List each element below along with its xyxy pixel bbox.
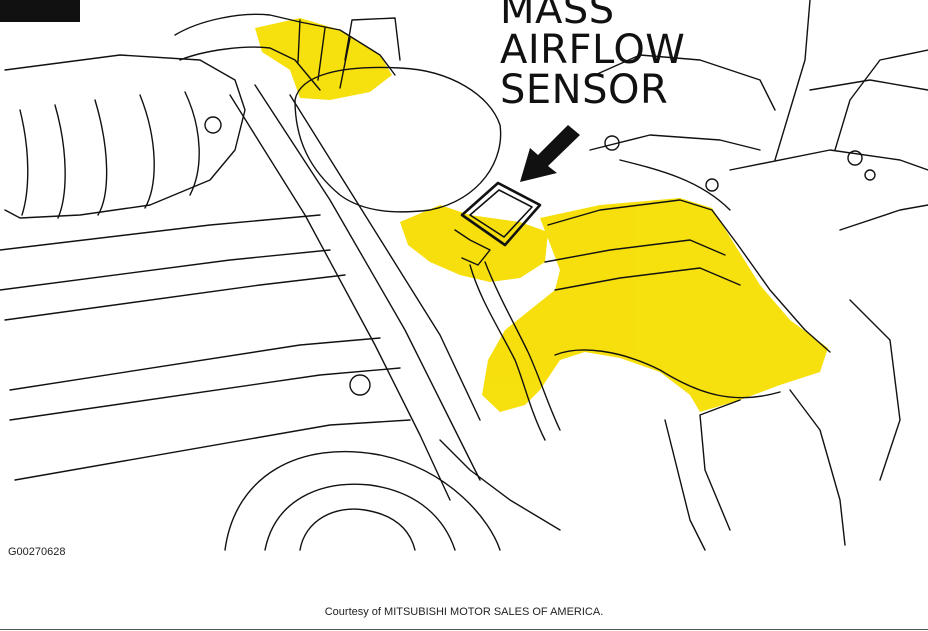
highlight-sensor-base xyxy=(400,205,548,282)
air-cleaner-top xyxy=(547,199,831,353)
air-cleaner-front xyxy=(699,399,741,531)
wire-harness-2 xyxy=(484,261,561,431)
head-edge-5 xyxy=(9,367,401,421)
terminal xyxy=(847,150,863,166)
intake-duct-edge xyxy=(289,94,481,421)
battery-lower xyxy=(839,204,928,231)
bracket-bolt-2 xyxy=(705,178,719,192)
bracket-bolt xyxy=(604,135,620,151)
bottom-divider xyxy=(0,629,928,630)
callout-line-1: MASS xyxy=(500,0,615,33)
valve-cover-rib-5 xyxy=(184,91,200,196)
mass-airflow-sensor-label: MASS AIRFLOW SENSOR xyxy=(500,0,740,110)
bracket xyxy=(594,54,776,111)
courtesy-caption: Courtesy of MITSUBISHI MOTOR SALES OF AM… xyxy=(324,606,604,618)
battery-box xyxy=(729,149,928,171)
clamp-1 xyxy=(297,19,301,63)
battery-lower-2 xyxy=(849,299,901,481)
clamp-2 xyxy=(317,27,326,81)
intake-duct-upper xyxy=(254,84,481,481)
air-cleaner-side xyxy=(554,349,781,399)
valve-cover-rib-2 xyxy=(54,104,66,219)
head-edge-3 xyxy=(4,274,346,321)
battery-box-edge xyxy=(834,49,928,151)
valve-cover-rib-3 xyxy=(94,99,108,216)
wire-harness xyxy=(469,264,546,441)
battery-box-side xyxy=(774,0,811,161)
head-edge-4 xyxy=(9,337,381,391)
valve-cover-rib-4 xyxy=(139,94,155,209)
highlight-marks xyxy=(255,18,828,412)
highlight-upper-hose xyxy=(255,18,392,100)
pulley-arc-1 xyxy=(224,450,501,551)
upper-hose xyxy=(174,13,396,76)
highlight-air-cleaner xyxy=(482,198,828,412)
reservoir-neck xyxy=(344,17,401,61)
callout-line-2: AIRFLOW xyxy=(500,27,686,73)
figure-id: G00270628 xyxy=(8,546,66,558)
clamp-3 xyxy=(339,37,351,89)
terminal-2 xyxy=(864,169,876,181)
callout-line-3: SENSOR xyxy=(500,67,669,113)
air-cleaner-lower xyxy=(664,419,706,551)
sensor-connector xyxy=(454,229,491,266)
valve-cover-rib-1 xyxy=(19,109,29,216)
reservoir xyxy=(294,66,502,213)
bracket-2 xyxy=(589,134,761,151)
head-edge-6 xyxy=(14,419,411,481)
valve-cover xyxy=(4,54,246,219)
pulley-arc-3 xyxy=(299,508,416,551)
air-cleaner-edge-1 xyxy=(544,239,726,263)
callout-arrow-icon xyxy=(520,125,580,182)
air-cleaner-edge-2 xyxy=(554,267,741,291)
upper-hose-lower xyxy=(179,46,321,91)
mass-airflow-sensor-inner xyxy=(469,189,533,238)
linework xyxy=(0,0,928,551)
bracket-hose xyxy=(619,159,731,211)
head-edge-1 xyxy=(0,214,321,251)
battery-box-top xyxy=(809,79,928,91)
bolt-head xyxy=(204,116,222,134)
corner-block xyxy=(0,0,80,22)
head-edge-2 xyxy=(0,249,331,291)
bolt-lower xyxy=(349,374,371,396)
lower-edge xyxy=(439,439,561,531)
pulley-arc-2 xyxy=(264,483,456,551)
mass-airflow-sensor xyxy=(460,181,542,247)
air-cleaner-front-2 xyxy=(789,389,846,546)
intake-duct-lower xyxy=(229,94,451,501)
